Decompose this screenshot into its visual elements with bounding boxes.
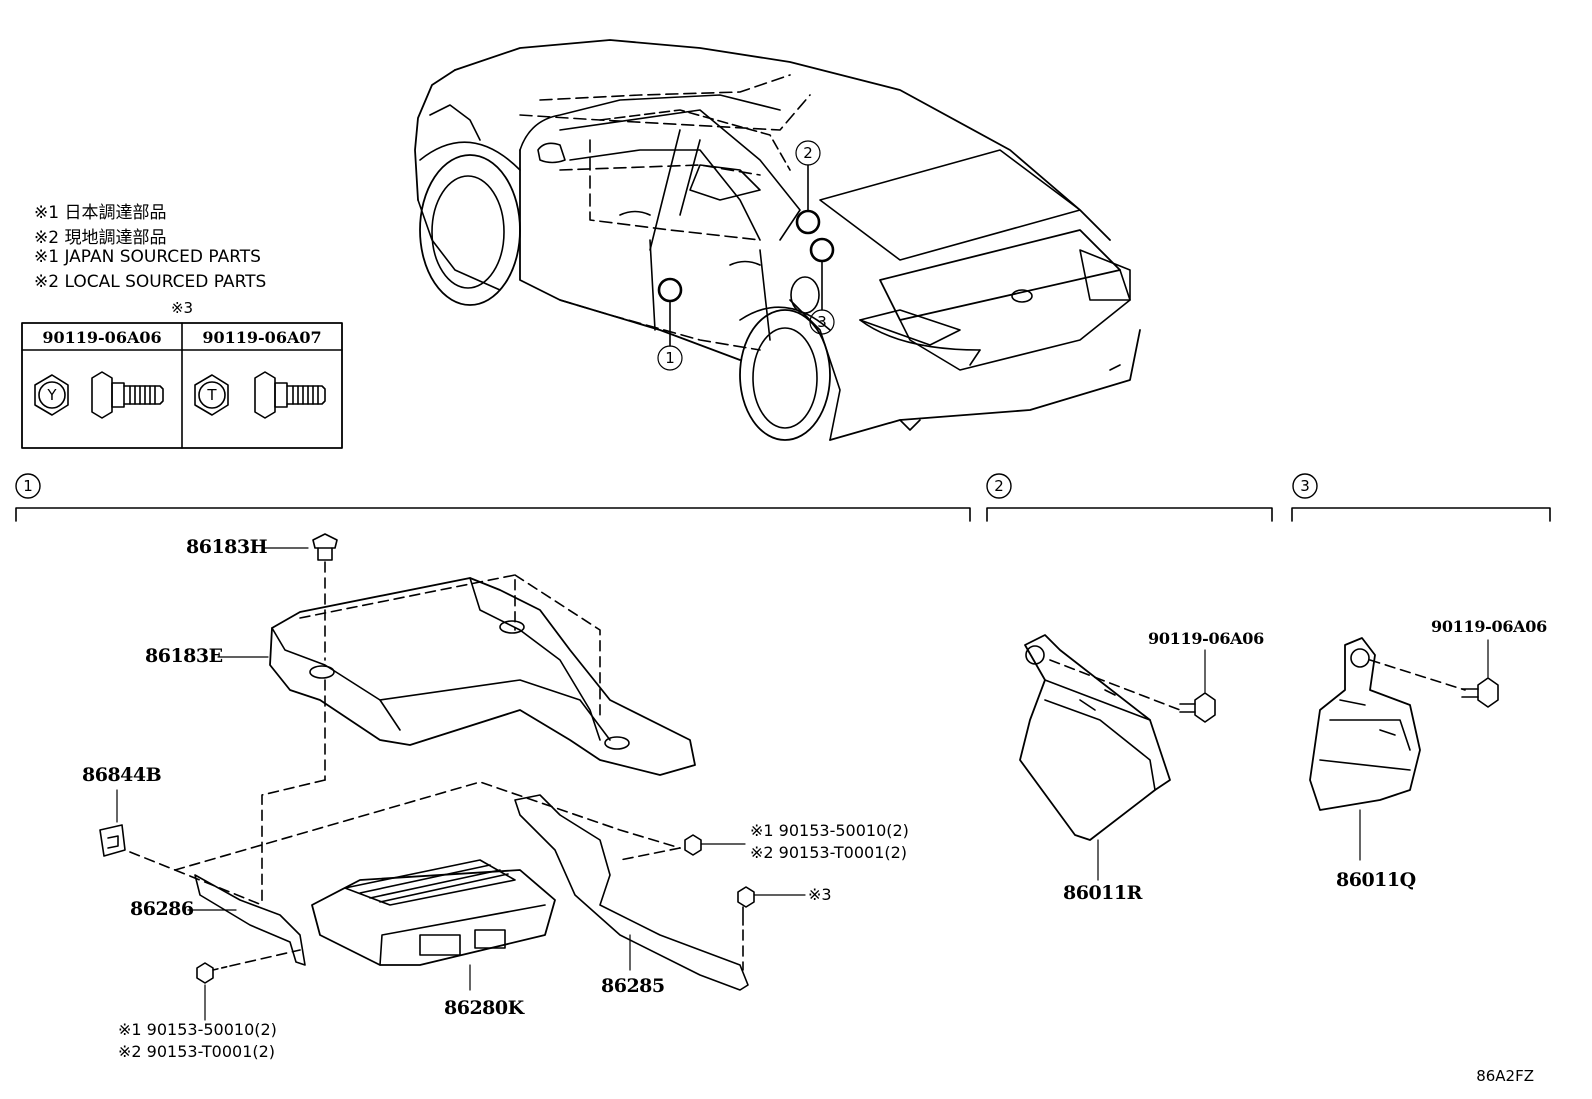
section-1-number: 1 (23, 477, 33, 495)
note-left-local: ※2 90153-T0001(2) (118, 1042, 276, 1061)
bolt-table (21, 322, 343, 449)
part-label-86183H: 86183H (186, 536, 268, 558)
bolt-table-note: ※3 (170, 299, 194, 317)
car-callout-3: 3 (817, 313, 827, 331)
bolt-mark-t: T (207, 386, 217, 404)
legend-local-jp: ※2 現地調達部品 (34, 228, 167, 248)
note-right-japan: ※1 90153-50010(2) (750, 821, 909, 840)
section-brackets (15, 473, 1551, 522)
part-label-86280K: 86280K (444, 997, 524, 1019)
part-label-86285: 86285 (601, 975, 665, 997)
part-label-86844B: 86844B (82, 764, 162, 786)
bolt-table-col1-part: 90119-06A06 (42, 328, 162, 347)
part-label-86011Q: 86011Q (1336, 869, 1416, 891)
section-3-parts (1309, 637, 1499, 861)
car-illustration (414, 39, 1141, 441)
legend-japan-jp: ※1 日本調達部品 (34, 203, 167, 223)
bolt-mark-y: Y (47, 386, 57, 404)
car-callout-2: 2 (803, 144, 813, 162)
note-right-local: ※2 90153-T0001(2) (750, 843, 908, 862)
legend-japan-en: ※1 JAPAN SOURCED PARTS (34, 247, 261, 267)
note-star3: ※3 (808, 885, 832, 904)
section-2-number: 2 (994, 477, 1004, 495)
diagram-code: 86A2FZ (1476, 1067, 1534, 1085)
part-label-bolt-section-2: 90119-06A06 (1148, 629, 1264, 648)
legend-local-en: ※2 LOCAL SOURCED PARTS (34, 272, 267, 292)
part-label-bolt-section-3: 90119-06A06 (1431, 617, 1547, 636)
part-label-86183E: 86183E (145, 645, 223, 667)
section-2-parts (1019, 634, 1216, 881)
part-label-86286: 86286 (130, 898, 194, 920)
section-3-number: 3 (1300, 477, 1310, 495)
part-label-86011R: 86011R (1063, 882, 1142, 904)
section-1-parts (99, 533, 806, 1021)
bolt-table-col2-part: 90119-06A07 (202, 328, 322, 347)
car-callout-1: 1 (665, 349, 675, 367)
note-left-japan: ※1 90153-50010(2) (118, 1020, 277, 1039)
